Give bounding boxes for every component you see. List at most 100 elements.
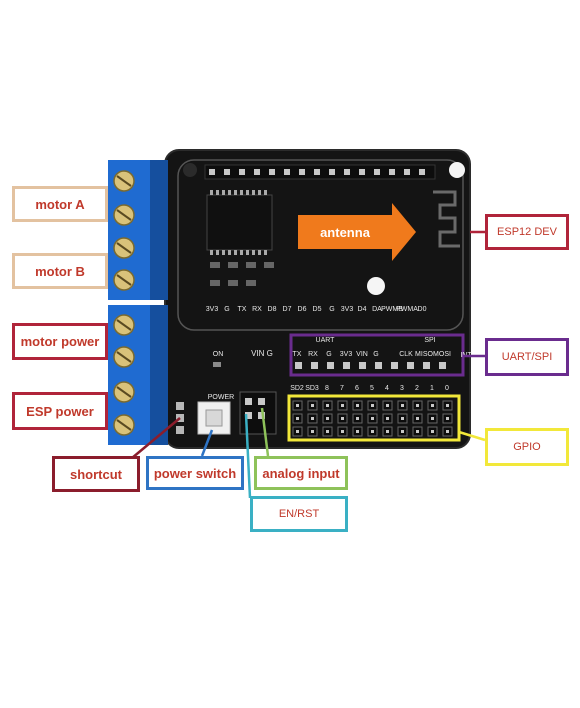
gpio-number-label: SD2 — [290, 385, 304, 392]
gpio-pin-core — [371, 417, 374, 420]
shortcut-callout: shortcut — [52, 456, 140, 492]
top-pin-label: 3V3 — [206, 306, 219, 313]
motor-b-label: motor B — [35, 263, 85, 279]
callout-lines — [131, 230, 486, 499]
header-pin — [284, 169, 290, 175]
terminal-shade-motor — [150, 160, 168, 300]
esp12-dev-label: ESP12 DEV — [497, 226, 557, 238]
smd-component — [228, 280, 238, 286]
chip-leg — [228, 190, 231, 195]
header-pin — [209, 169, 215, 175]
header-pin — [344, 169, 350, 175]
smd-component — [264, 262, 274, 268]
analog-en-rst-header — [239, 391, 277, 435]
gpio-pin-core — [401, 404, 404, 407]
gpio-pin-core — [311, 404, 314, 407]
en-rst-callout: EN/RST — [250, 496, 348, 532]
top-pin-label: TX — [238, 306, 247, 313]
esp-power-callout: ESP power — [12, 392, 108, 430]
antenna-label: antenna — [320, 225, 371, 240]
smd-component — [246, 280, 256, 286]
header-pin — [254, 169, 260, 175]
gpio-pin-core — [446, 430, 449, 433]
top-pin-label: PWMA — [396, 306, 418, 313]
chip-leg — [234, 190, 237, 195]
spi-pin-label: MOSI — [433, 351, 451, 358]
gpio-pin-core — [311, 430, 314, 433]
gpio-pin-core — [356, 417, 359, 420]
header-pin — [314, 169, 320, 175]
gpio-header-frame — [287, 394, 461, 442]
en-rst-line — [244, 413, 252, 499]
jumper-pin-3 — [176, 426, 184, 434]
gpio-pin-core — [386, 417, 389, 420]
analog-pin-1 — [245, 398, 252, 405]
uart-spi-label: UART/SPI — [501, 351, 553, 363]
gpio-pin-core — [341, 430, 344, 433]
top-pin-label: D4 — [358, 306, 367, 313]
shortcut-label: shortcut — [70, 466, 122, 482]
on-label: ON — [213, 351, 224, 358]
gpio-number-label: 2 — [415, 385, 419, 392]
smd-component — [210, 262, 220, 268]
on-led — [213, 362, 221, 367]
header-pin — [239, 169, 245, 175]
screw-slot — [116, 419, 132, 431]
chip-leg — [222, 190, 225, 195]
chip-leg — [240, 190, 243, 195]
analog-pin-3 — [245, 412, 252, 419]
mounting-hole-mid — [367, 277, 385, 295]
gpio-pin-core — [296, 404, 299, 407]
motor-power-callout: motor power — [12, 323, 108, 360]
chip-leg — [216, 250, 219, 255]
uart-spi-pin — [439, 362, 446, 369]
gpio-pin-core — [341, 417, 344, 420]
uart-spi-pin — [327, 362, 334, 369]
gpio-number-label: SD3 — [305, 385, 319, 392]
smd-component — [246, 262, 256, 268]
gpio-pin-core — [356, 430, 359, 433]
analog-input-line — [260, 407, 270, 457]
top-pin-label: RX — [252, 306, 262, 313]
chip-leg — [234, 250, 237, 255]
uart-spi-pin — [359, 362, 366, 369]
header-pin — [299, 169, 305, 175]
uart-spi-pin — [423, 362, 430, 369]
top-pin-label: D6 — [298, 306, 307, 313]
arrow-shape — [298, 203, 416, 261]
top-pin-label: PWMB — [381, 306, 403, 313]
uart-pin-label: TX — [293, 351, 302, 358]
gpio-pin-core — [326, 417, 329, 420]
chip-leg — [222, 250, 225, 255]
uart-spi-pin — [407, 362, 414, 369]
power-switch-slot — [205, 409, 223, 427]
screw-terminals — [108, 160, 168, 445]
en-rst-label: EN/RST — [278, 508, 320, 520]
gpio-pin-core — [401, 430, 404, 433]
power-switch-line — [200, 429, 214, 457]
chip-leg — [258, 250, 261, 255]
esp-power-label: ESP power — [26, 403, 94, 419]
uart-spi-pin — [311, 362, 318, 369]
pcb-upper-module-area — [177, 159, 464, 331]
gpio-pin-core — [446, 404, 449, 407]
chip-leg — [210, 250, 213, 255]
uart-pin-label: G — [373, 351, 378, 358]
terminal-shade-power — [150, 305, 168, 445]
uart-spi-pin — [375, 362, 382, 369]
motor-driver-chip — [206, 190, 274, 286]
top-pin-label: D5 — [313, 306, 322, 313]
motor-a-callout: motor A — [12, 186, 108, 222]
gpio-pin-core — [356, 404, 359, 407]
power-switch-callout: power switch — [146, 456, 244, 490]
top-pin-label: G — [224, 306, 229, 313]
gpio-pin-core — [416, 417, 419, 420]
screw-slot — [116, 175, 132, 187]
chip-leg — [264, 250, 267, 255]
gpio-number-label: 1 — [430, 385, 434, 392]
gpio-pin-core — [326, 404, 329, 407]
chip-leg — [228, 250, 231, 255]
header-pin — [329, 169, 335, 175]
